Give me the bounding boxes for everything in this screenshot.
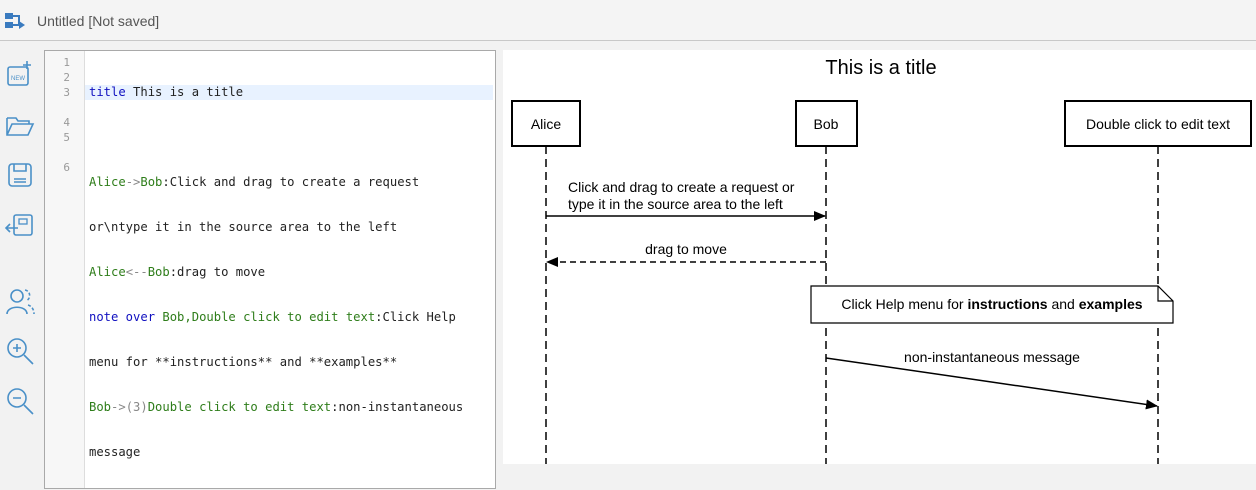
open-folder-icon [6, 117, 35, 136]
code-line: Alice<--Bob:drag to move [89, 265, 266, 279]
diagram-preview[interactable]: This is a title Alice Bob Double click t… [503, 50, 1256, 464]
participant-bob[interactable]: Bob [795, 100, 858, 147]
line-number: 3 [63, 86, 70, 99]
code-line: message [89, 445, 141, 459]
line-number: 4 [63, 116, 70, 129]
svg-text:NEW: NEW [11, 76, 25, 82]
participant-label: Double click to edit text [1086, 116, 1230, 132]
message-arrow [825, 357, 1158, 410]
app-logo-icon [5, 13, 25, 29]
line-number: 1 [63, 56, 70, 69]
zoom-out-button[interactable] [4, 385, 36, 417]
code-line [89, 130, 493, 145]
line-number: 5 [63, 131, 70, 144]
sequence-diagram[interactable]: This is a title Alice Bob Double click t… [503, 50, 1256, 464]
code-line: Bob->(3)Double click to edit text:non-in… [89, 400, 464, 414]
source-code[interactable]: title This is a title Alice->Bob:Click a… [85, 55, 493, 490]
participant-label: Bob [814, 116, 839, 132]
message-label: non-instantaneous message [904, 349, 1080, 365]
participant-double-click[interactable]: Double click to edit text [1064, 100, 1252, 147]
participant-label: Alice [531, 116, 562, 132]
message-1[interactable]: Click and drag to create a request or ty… [546, 179, 826, 221]
message-label: drag to move [645, 241, 727, 257]
code-line: note over Bob,Double click to edit text:… [89, 310, 456, 324]
code-line: Alice->Bob:Click and drag to create a re… [89, 175, 420, 189]
save-button[interactable] [4, 159, 36, 191]
code-line: menu for **instructions** and **examples… [89, 355, 398, 369]
line-number-gutter: 1 2 3 4 5 6 [45, 51, 85, 488]
open-button[interactable] [4, 109, 36, 141]
zoom-in-button[interactable] [4, 335, 36, 367]
diagram-title: This is a title [825, 57, 936, 79]
new-icon: NEW [7, 61, 31, 86]
source-editor[interactable]: 1 2 3 4 5 6 title This is a title Alice-… [44, 50, 496, 489]
line-number: 2 [63, 71, 70, 84]
message-label: Click and drag to create a request or [568, 179, 795, 195]
zoom-out-icon [7, 388, 34, 415]
help-person-icon [6, 289, 35, 315]
message-3[interactable]: non-instantaneous message [825, 349, 1158, 410]
export-button[interactable] [4, 209, 36, 241]
title-bar: Untitled [Not saved] [0, 0, 1256, 41]
save-icon [8, 163, 32, 187]
window-title: Untitled [Not saved] [37, 13, 160, 29]
code-line: title This is a title [85, 85, 493, 100]
note-text: Click Help menu for instructions and exa… [841, 296, 1142, 312]
help-button[interactable] [4, 285, 36, 317]
new-diagram-button[interactable]: NEW [4, 58, 36, 90]
export-icon [4, 214, 33, 236]
participant-alice[interactable]: Alice [511, 100, 581, 147]
message-2[interactable]: drag to move [546, 241, 826, 267]
line-number: 6 [63, 161, 70, 174]
note-over-bob[interactable]: Click Help menu for instructions and exa… [810, 285, 1174, 324]
message-label: type it in the source area to the left [568, 196, 783, 212]
zoom-in-icon [7, 338, 34, 365]
left-toolbar: NEW [0, 42, 44, 489]
code-line: or\ntype it in the source area to the le… [89, 220, 398, 234]
